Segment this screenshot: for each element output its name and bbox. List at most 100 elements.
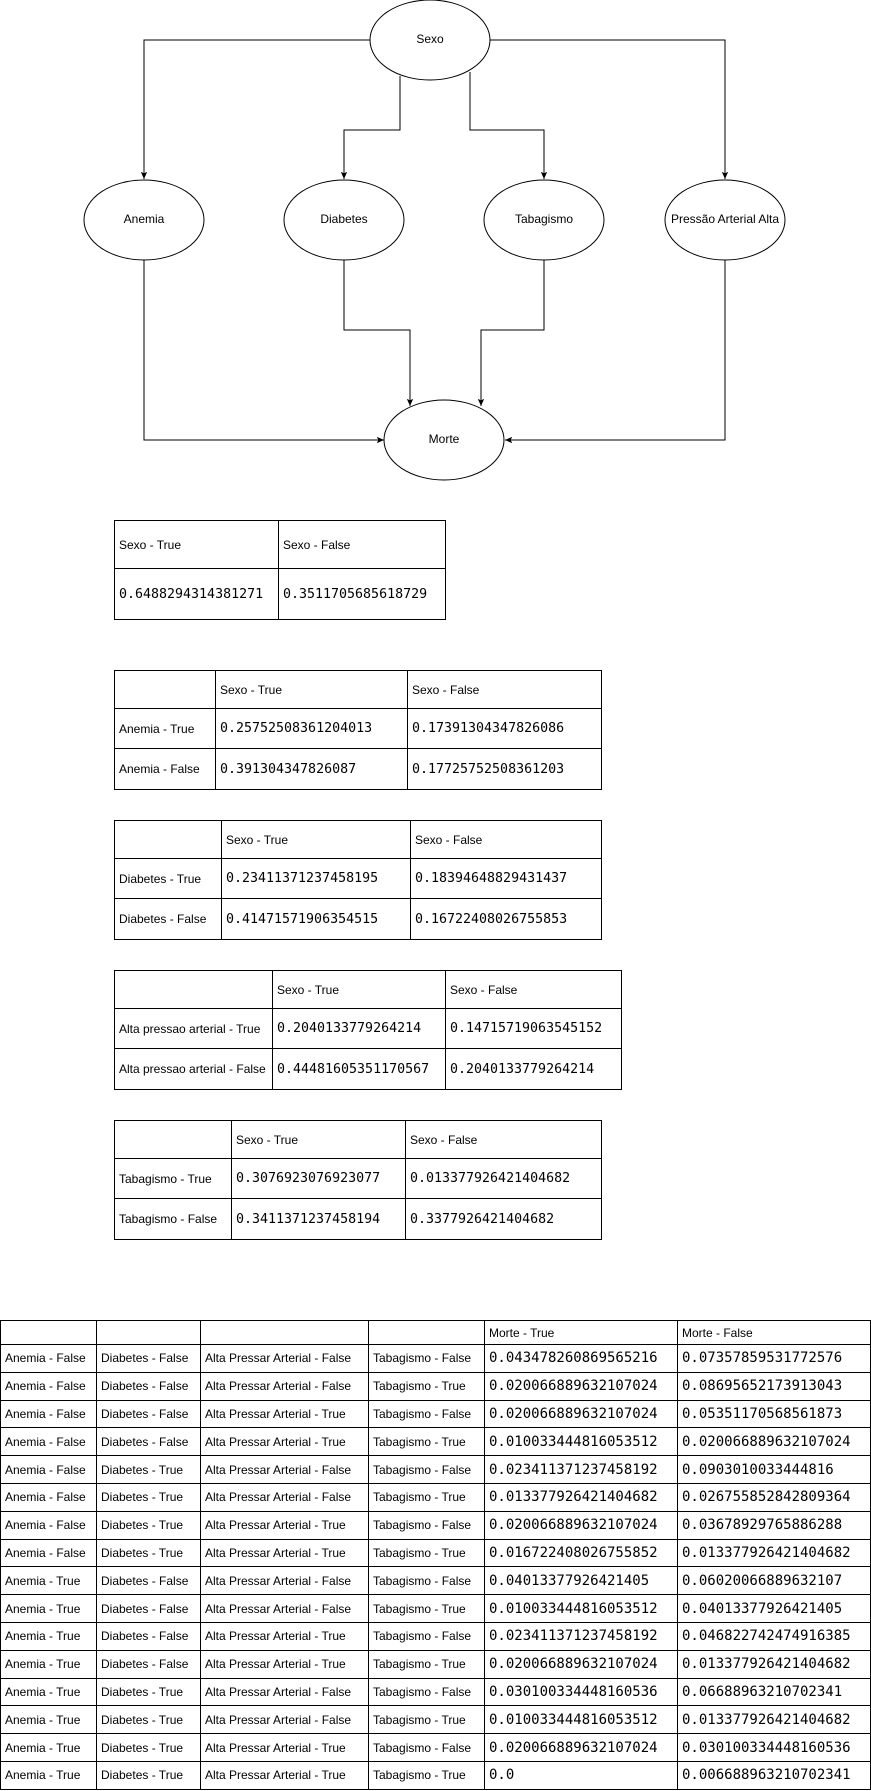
header-cell (114, 820, 222, 859)
condition-cell: Tabagismo - True (368, 1760, 485, 1790)
condition-cell: Diabetes - False (96, 1399, 201, 1429)
probability-cell: 0.020066889632107024 (484, 1371, 678, 1401)
condition-cell: Anemia - False (0, 1427, 97, 1457)
header-cell (114, 670, 216, 709)
node-sexo[interactable] (369, 0, 491, 81)
probability-cell: 0.013377926421404682 (677, 1705, 871, 1735)
probability-cell: 0.44481605351170567 (272, 1048, 446, 1090)
tabagismo-given-sexo-table: Sexo - True Sexo - False Tabagismo - Tru… (114, 1120, 602, 1240)
probability-cell: 0.026755852842809364 (677, 1482, 871, 1512)
probability-cell: 0.2040133779264214 (445, 1048, 622, 1090)
probability-cell: 0.010033444816053512 (484, 1427, 678, 1457)
condition-cell: Diabetes - True (96, 1733, 201, 1762)
probability-cell: 0.16722408026755853 (410, 898, 602, 940)
row-label-cell: Alta pressao arterial - False (114, 1048, 273, 1090)
condition-cell: Tabagismo - True (368, 1705, 485, 1735)
condition-cell: Diabetes - False (96, 1594, 201, 1623)
condition-cell: Tabagismo - False (368, 1733, 485, 1762)
edge-anemia-morte (143, 260, 384, 444)
header-cell: Sexo - True (272, 970, 446, 1009)
probability-cell: 0.0903010033444816 (677, 1455, 871, 1484)
condition-cell: Alta Pressar Arterial - True (200, 1760, 369, 1790)
table-header-row: Sexo - True Sexo - False (114, 670, 602, 709)
condition-cell: Alta Pressar Arterial - True (200, 1733, 369, 1762)
header-cell: Morte - True (484, 1320, 678, 1345)
condition-cell: Anemia - True (0, 1566, 97, 1596)
probability-cell: 0.013377926421404682 (677, 1538, 871, 1568)
header-cell: Sexo - False (278, 520, 446, 569)
probability-cell: 0.391304347826087 (215, 748, 408, 790)
condition-cell: Alta Pressar Arterial - False (200, 1705, 369, 1735)
condition-cell: Tabagismo - False (368, 1344, 485, 1373)
header-cell (96, 1320, 201, 1345)
node-anemia[interactable] (83, 179, 205, 261)
condition-cell: Anemia - False (0, 1399, 97, 1429)
header-cell: Morte - False (677, 1320, 871, 1345)
probability-cell: 0.020066889632107024 (484, 1733, 678, 1762)
probability-cell: 0.013377926421404682 (484, 1482, 678, 1512)
pressao-given-sexo-table: Sexo - True Sexo - False Alta pressao ar… (114, 970, 622, 1090)
condition-cell: Tabagismo - False (368, 1510, 485, 1540)
condition-cell: Alta Pressar Arterial - False (200, 1344, 369, 1373)
header-cell (0, 1320, 97, 1345)
probability-cell: 0.03678929765886288 (677, 1510, 871, 1540)
sexo-probability-table: Sexo - True Sexo - False 0.6488294314381… (114, 520, 446, 620)
condition-cell: Anemia - True (0, 1733, 97, 1762)
condition-cell: Diabetes - False (96, 1566, 201, 1596)
row-label-cell: Anemia - False (114, 748, 216, 790)
header-cell: Sexo - True (231, 1120, 406, 1159)
header-cell (368, 1320, 485, 1345)
edge-sexo-diabetes (340, 76, 401, 179)
node-morte[interactable] (383, 399, 505, 481)
table-header-row: Sexo - True Sexo - False (114, 970, 622, 1009)
probability-cell: 0.17725752508361203 (407, 748, 602, 790)
condition-cell: Diabetes - True (96, 1760, 201, 1790)
node-tabagismo[interactable] (483, 179, 605, 261)
condition-cell: Alta Pressar Arterial - False (200, 1482, 369, 1512)
row-label-cell: Alta pressao arterial - True (114, 1008, 273, 1049)
condition-cell: Tabagismo - False (368, 1621, 485, 1651)
condition-cell: Alta Pressar Arterial - True (200, 1649, 369, 1679)
condition-cell: Tabagismo - True (368, 1482, 485, 1512)
probability-cell: 0.020066889632107024 (484, 1510, 678, 1540)
condition-cell: Anemia - True (0, 1594, 97, 1623)
probability-cell: 0.030100334448160536 (484, 1677, 678, 1707)
node-anemia-label: Anemia (124, 212, 165, 226)
probability-cell: 0.010033444816053512 (484, 1594, 678, 1623)
probability-cell: 0.043478260869565216 (484, 1344, 678, 1373)
condition-cell: Alta Pressar Arterial - True (200, 1510, 369, 1540)
table-row: Anemia - True 0.25752508361204013 0.1739… (114, 708, 602, 749)
condition-cell: Alta Pressar Arterial - False (200, 1371, 369, 1401)
node-pressao[interactable] (664, 179, 786, 261)
probability-cell: 0.023411371237458192 (484, 1455, 678, 1484)
probability-cell: 0.04013377926421405 (677, 1594, 871, 1623)
probability-cell: 0.23411371237458195 (221, 858, 411, 899)
edge-sexo-pressao (490, 39, 729, 179)
probability-cell: 0.006688963210702341 (677, 1760, 871, 1790)
probability-cell: 0.013377926421404682 (405, 1158, 602, 1199)
condition-cell: Alta Pressar Arterial - False (200, 1594, 369, 1623)
edge-sexo-anemia (140, 39, 370, 179)
edge-sexo-tabagismo (469, 72, 548, 179)
node-diabetes[interactable] (283, 179, 405, 261)
table-row: 0.6488294314381271 0.3511705685618729 (114, 568, 446, 620)
probability-cell: 0.020066889632107024 (484, 1649, 678, 1679)
condition-cell: Anemia - False (0, 1371, 97, 1401)
header-cell: Sexo - False (405, 1120, 602, 1159)
probability-cell: 0.18394648829431437 (410, 858, 602, 899)
probability-cell: 0.6488294314381271 (114, 568, 279, 620)
node-diabetes-label: Diabetes (320, 212, 367, 226)
header-cell: Sexo - True (221, 820, 411, 859)
condition-cell: Diabetes - False (96, 1649, 201, 1679)
table-row: Alta pressao arterial - False 0.44481605… (114, 1048, 622, 1090)
condition-cell: Diabetes - True (96, 1705, 201, 1735)
header-cell (114, 970, 273, 1009)
condition-cell: Alta Pressar Arterial - True (200, 1427, 369, 1457)
